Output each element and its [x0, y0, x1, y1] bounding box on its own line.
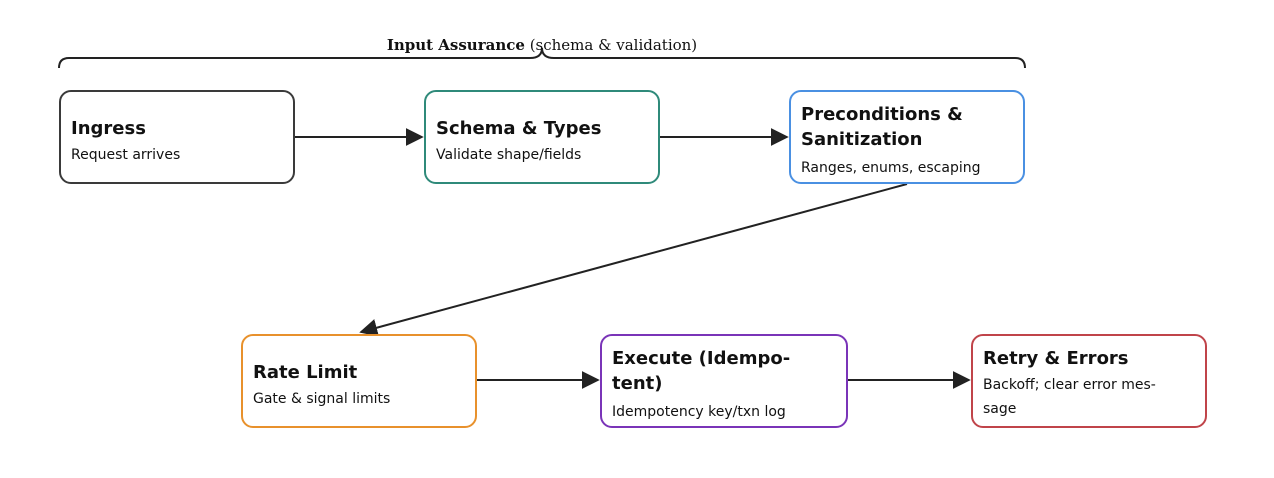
node-execute-subtitle: Idempotency key/txn log — [612, 404, 786, 420]
node-schema-title: Schema & Types — [436, 118, 602, 139]
node-retry-errors: Retry & Errors Backoff; clear error mes-… — [971, 334, 1207, 428]
node-schema-subtitle: Validate shape/fields — [436, 147, 582, 163]
brace-label-bold: Input Assurance — [386, 36, 525, 54]
node-ingress-subtitle: Request arrives — [71, 147, 181, 163]
node-execute: Execute (Idempo- tent) Idempotency key/t… — [600, 334, 848, 428]
node-preconditions-title-line1: Preconditions & — [801, 104, 963, 125]
node-retry-errors-subtitle-line2: sage — [983, 401, 1017, 417]
brace-label-rest: (schema & validation) — [524, 36, 698, 54]
node-ingress: Ingress Request arrives — [59, 90, 295, 184]
node-retry-errors-title: Retry & Errors — [983, 348, 1129, 369]
node-execute-title-line2: tent) — [612, 373, 663, 394]
edge-precond-rate — [359, 183, 908, 337]
node-rate-limit-title: Rate Limit — [253, 362, 358, 383]
node-retry-errors-subtitle-line1: Backoff; clear error mes- — [983, 377, 1156, 393]
brace-label: Input Assurance (schema & validation) — [0, 36, 1084, 54]
node-preconditions-subtitle: Ranges, enums, escaping — [801, 160, 981, 176]
node-schema: Schema & Types Validate shape/fields — [424, 90, 660, 184]
node-rate-limit-subtitle: Gate & signal limits — [253, 391, 391, 407]
node-preconditions-title-line2: Sanitization — [801, 129, 923, 150]
input-assurance-brace — [58, 47, 1026, 69]
node-ingress-title: Ingress — [71, 118, 146, 139]
node-execute-title-line1: Execute (Idempo- — [612, 348, 791, 369]
node-preconditions: Preconditions & Sanitization Ranges, enu… — [789, 90, 1025, 184]
node-rate-limit: Rate Limit Gate & signal limits — [241, 334, 477, 428]
